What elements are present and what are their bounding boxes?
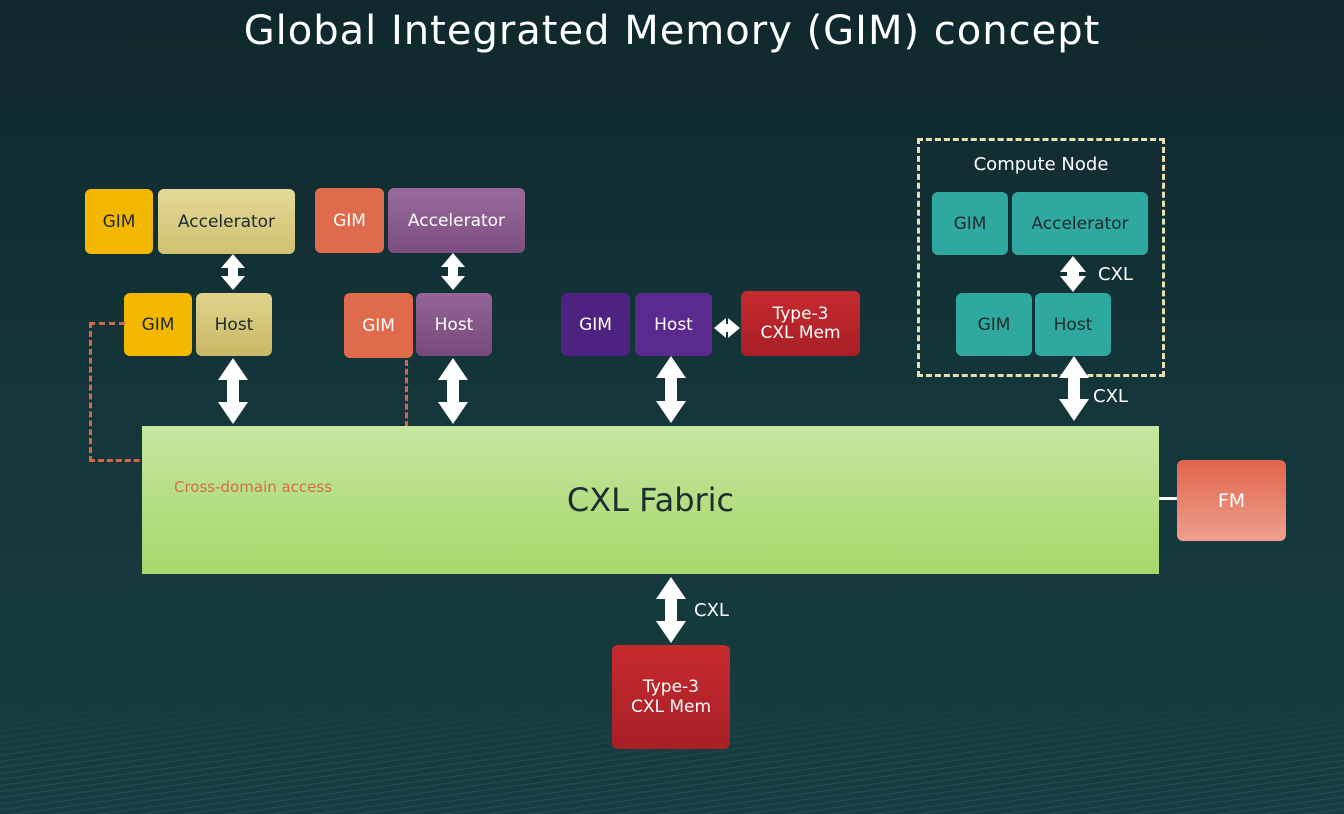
gim-label: GIM <box>333 210 366 231</box>
host-block-group3: Host <box>635 293 712 356</box>
cxl-fabric-label: CXL Fabric <box>566 481 735 519</box>
type3-mem-block-group3: Type-3 CXL Mem <box>741 291 860 356</box>
gim-block-compute-top: GIM <box>932 192 1008 255</box>
cross-domain-dashed-top-left <box>89 322 125 325</box>
type3-line2: CXL Mem <box>760 322 841 343</box>
cross-domain-access-label: Cross-domain access <box>174 478 333 496</box>
accelerator-label: Accelerator <box>407 210 506 231</box>
host-label: Host <box>214 314 254 335</box>
host-label: Host <box>654 314 693 335</box>
gim-label: GIM <box>362 315 395 336</box>
accelerator-block-group1: Accelerator <box>158 189 295 254</box>
double-arrow-icon <box>656 577 686 643</box>
page-title: Global Integrated Memory (GIM) concept <box>243 8 1101 54</box>
accelerator-block-compute: Accelerator <box>1012 192 1148 255</box>
double-arrow-icon <box>1059 356 1089 421</box>
gim-label: GIM <box>141 314 175 335</box>
double-arrow-icon <box>218 358 248 424</box>
type3-line2: CXL Mem <box>630 697 712 717</box>
host-block-group2: Host <box>416 293 492 356</box>
gim-block-group1-top: GIM <box>85 189 153 254</box>
type3-line1: Type-3 <box>643 677 699 697</box>
gim-block-group2-top: GIM <box>315 188 384 253</box>
double-arrow-icon <box>441 253 465 290</box>
gim-block-group1-host: GIM <box>124 293 192 356</box>
gim-label: GIM <box>102 211 136 232</box>
compute-node-frame <box>917 138 1165 377</box>
compute-node-label: Compute Node <box>973 154 1109 175</box>
type3-line1: Type-3 <box>772 303 829 324</box>
host-block-compute: Host <box>1035 293 1111 356</box>
gim-block-compute-host: GIM <box>956 293 1032 356</box>
fm-block: FM <box>1177 460 1286 541</box>
gim-label: GIM <box>579 314 612 335</box>
double-arrow-icon <box>656 356 686 423</box>
double-arrow-icon <box>438 358 468 424</box>
double-arrow-icon <box>1060 256 1086 292</box>
accelerator-label: Accelerator <box>177 211 276 232</box>
gim-label: GIM <box>977 314 1011 335</box>
accelerator-block-group2: Accelerator <box>388 188 525 253</box>
double-arrow-icon <box>221 254 245 290</box>
type3-mem-block-bottom: Type-3 CXL Mem <box>612 645 730 749</box>
accelerator-label: Accelerator <box>1031 213 1129 234</box>
fm-label: FM <box>1217 489 1246 512</box>
cxl-label-bottom: CXL <box>694 600 729 621</box>
cxl-label-compute-outer: CXL <box>1093 386 1128 407</box>
cxl-fabric: CXL Fabric <box>142 426 1159 574</box>
fm-connector-line <box>1159 497 1178 500</box>
double-arrow-icon <box>714 318 740 338</box>
host-label: Host <box>1053 314 1093 335</box>
cxl-label-compute-inner: CXL <box>1098 264 1133 285</box>
host-block-group1: Host <box>196 293 272 356</box>
cross-domain-dashed-right <box>405 360 408 462</box>
gim-block-group2-host: GIM <box>344 293 413 358</box>
gim-block-group3: GIM <box>561 293 630 356</box>
gim-label: GIM <box>953 213 987 234</box>
host-label: Host <box>434 314 474 335</box>
